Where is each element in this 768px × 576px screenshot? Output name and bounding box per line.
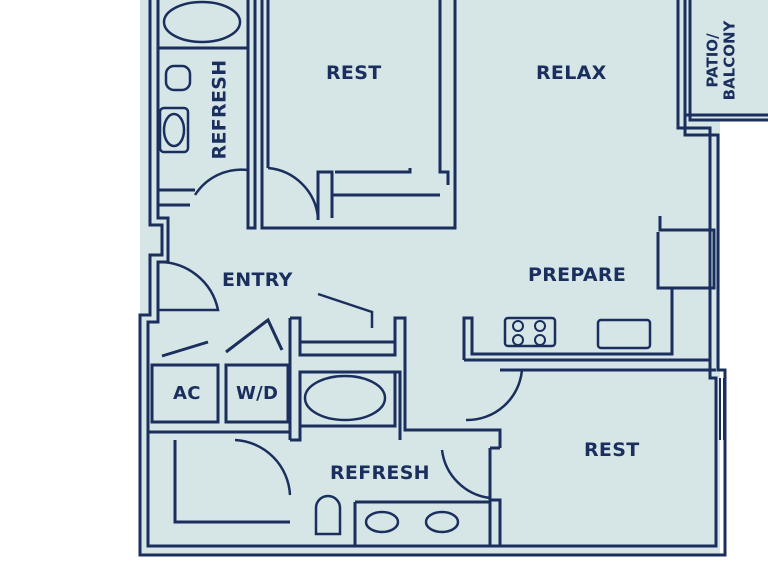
room-label-bedroom-top: REST [326, 62, 382, 84]
entry-door [157, 260, 220, 312]
kitchen-counter [462, 216, 716, 362]
kitchen-fridge [656, 232, 712, 290]
room-label-bedroom-bottom: REST [584, 439, 640, 461]
bedroom-top-wall [260, 0, 457, 230]
bedroom-top-door [267, 166, 320, 219]
bedroom-bottom-door-1 [465, 369, 524, 422]
room-label-living: RELAX [536, 62, 607, 84]
kitchen-sink [596, 318, 652, 350]
stove [503, 316, 557, 348]
room-label-entry: ENTRY [222, 269, 293, 291]
tub-top [162, 0, 242, 44]
toilet-bottom [314, 494, 342, 536]
room-label-kitchen: PREPARE [528, 264, 627, 286]
room-label-ac: AC [173, 383, 201, 404]
sink-bottom-1 [364, 510, 400, 534]
bath-top-door [193, 168, 249, 196]
bedroom-top-closet [316, 0, 450, 220]
patio-label-line2: BALCONY [720, 20, 738, 100]
burner-3 [512, 334, 524, 346]
ac-closet-wall [150, 363, 220, 424]
room-label-patio: PATIO/ BALCONY [690, 12, 752, 108]
bath-bottom-tub [300, 370, 397, 428]
bedroom-bottom-door-2 [440, 449, 491, 500]
bath-top-wall [246, 0, 257, 230]
bath-bottom-door [234, 438, 292, 496]
exterior-wall-inner [146, 0, 718, 548]
room-label-bath-top: REFRESH [208, 59, 231, 160]
bath-top-closet [158, 46, 248, 207]
burner-1 [512, 320, 524, 332]
bedroom-window [715, 378, 725, 440]
bedroom-bottom-wall [488, 368, 716, 546]
room-label-laundry: W/D [236, 383, 279, 404]
floor-area [140, 0, 720, 555]
hall-closet-door [317, 292, 374, 328]
ac-door [161, 317, 284, 358]
toilet-top-tank [164, 64, 192, 92]
sink-top-basin [162, 112, 186, 148]
hall-closet [288, 316, 502, 448]
patio-balcony-area [684, 0, 768, 120]
sink-bottom-2 [424, 510, 460, 534]
patio-wall [685, 0, 768, 122]
burner-4 [534, 334, 546, 346]
burner-2 [534, 320, 546, 332]
patio-label-line1: PATIO/ [703, 32, 722, 88]
tub-bottom [303, 374, 387, 422]
wd-closet-wall [224, 363, 290, 424]
exterior-wall [138, 0, 727, 557]
vanity [353, 500, 492, 546]
room-label-bath-bottom: REFRESH [330, 462, 430, 484]
bath-bottom-closet [173, 440, 290, 524]
